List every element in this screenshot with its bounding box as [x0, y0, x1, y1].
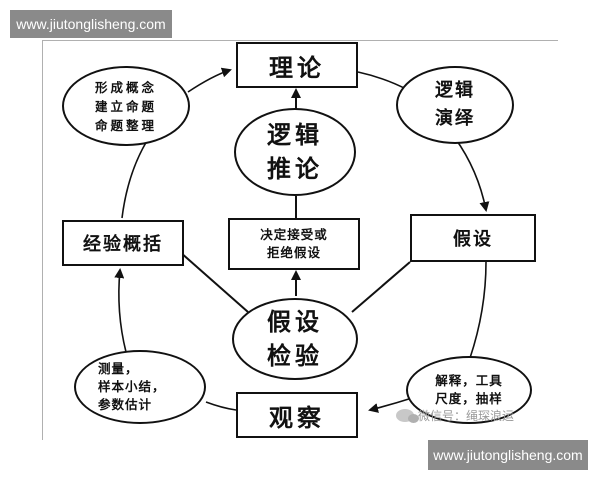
decide-line-1: 决定接受或 — [260, 227, 328, 242]
empirical-generalization-label: 经验概括 — [83, 234, 163, 255]
hypothesis-test-ellipse: 假设 检验 — [232, 298, 358, 380]
logic-deduction-line-1: 逻辑 — [435, 80, 475, 101]
wechat-watermark: 微信号：绳琛浪运 — [396, 407, 514, 424]
concepts-line-1: 形成概念 — [94, 79, 157, 95]
wechat-label: 微信号：绳琛浪运 — [418, 409, 515, 423]
decide-box: 决定接受或 拒绝假设 — [228, 218, 360, 270]
wechat-icon — [396, 409, 419, 423]
line-hypothesis-to-test — [351, 261, 411, 313]
site-watermark-top: www.jiutonglisheng.com — [10, 10, 172, 38]
hypothesis-box: 假设 — [410, 214, 536, 262]
concepts-line-2: 建立命题 — [94, 98, 157, 114]
hypothesis-test-line-2: 检验 — [267, 341, 323, 370]
theory-label: 理论 — [269, 52, 325, 82]
site-watermark-bottom-text: www.jiutonglisheng.com — [433, 447, 583, 463]
frame-left-border — [42, 40, 43, 440]
logic-deduction-ellipse: 逻辑 演绎 — [396, 66, 514, 144]
tools-line-2: 尺度，抽样 — [435, 391, 503, 406]
tools-ellipse: 解释，工具 尺度，抽样 — [406, 356, 532, 424]
logic-reasoning-line-2: 推论 — [267, 154, 323, 183]
measurement-ellipse: 测量， 样本小结， 参数估计 — [74, 350, 206, 424]
arc-concepts-to-theory — [187, 67, 232, 93]
hypothesis-label: 假设 — [453, 229, 493, 250]
frame-top-border — [42, 40, 558, 41]
concepts-line-3: 命题整理 — [94, 117, 157, 133]
measurement-line-1: 测量， — [98, 361, 139, 376]
logic-reasoning-ellipse: 逻辑 推论 — [234, 108, 356, 196]
hypothesis-test-line-1: 假设 — [267, 307, 323, 336]
theory-box: 理论 — [236, 42, 358, 88]
logic-deduction-line-2: 演绎 — [435, 108, 475, 129]
line-generalization-to-test — [179, 251, 249, 313]
logic-reasoning-line-1: 逻辑 — [267, 120, 323, 149]
measurement-line-3: 参数估计 — [98, 397, 153, 412]
arc-observation-to-measurement — [205, 401, 237, 411]
arc-hypothesis-to-tools — [469, 261, 487, 359]
arc-generalization-to-concepts — [121, 135, 151, 219]
observation-label: 观察 — [269, 402, 325, 432]
measurement-line-2: 样本小结， — [98, 379, 166, 394]
site-watermark-top-text: www.jiutonglisheng.com — [16, 16, 166, 32]
decide-line-2: 拒绝假设 — [266, 245, 321, 260]
empirical-generalization-box: 经验概括 — [62, 220, 184, 266]
tools-line-1: 解释，工具 — [435, 373, 503, 388]
site-watermark-bottom: www.jiutonglisheng.com — [428, 440, 588, 470]
arc-measurement-to-generalization — [114, 268, 127, 353]
concepts-ellipse: 形成概念 建立命题 命题整理 — [62, 66, 190, 146]
arc-theory-to-deduction — [357, 71, 409, 91]
observation-box: 观察 — [236, 392, 358, 438]
arc-deduction-to-hypothesis — [454, 137, 490, 212]
